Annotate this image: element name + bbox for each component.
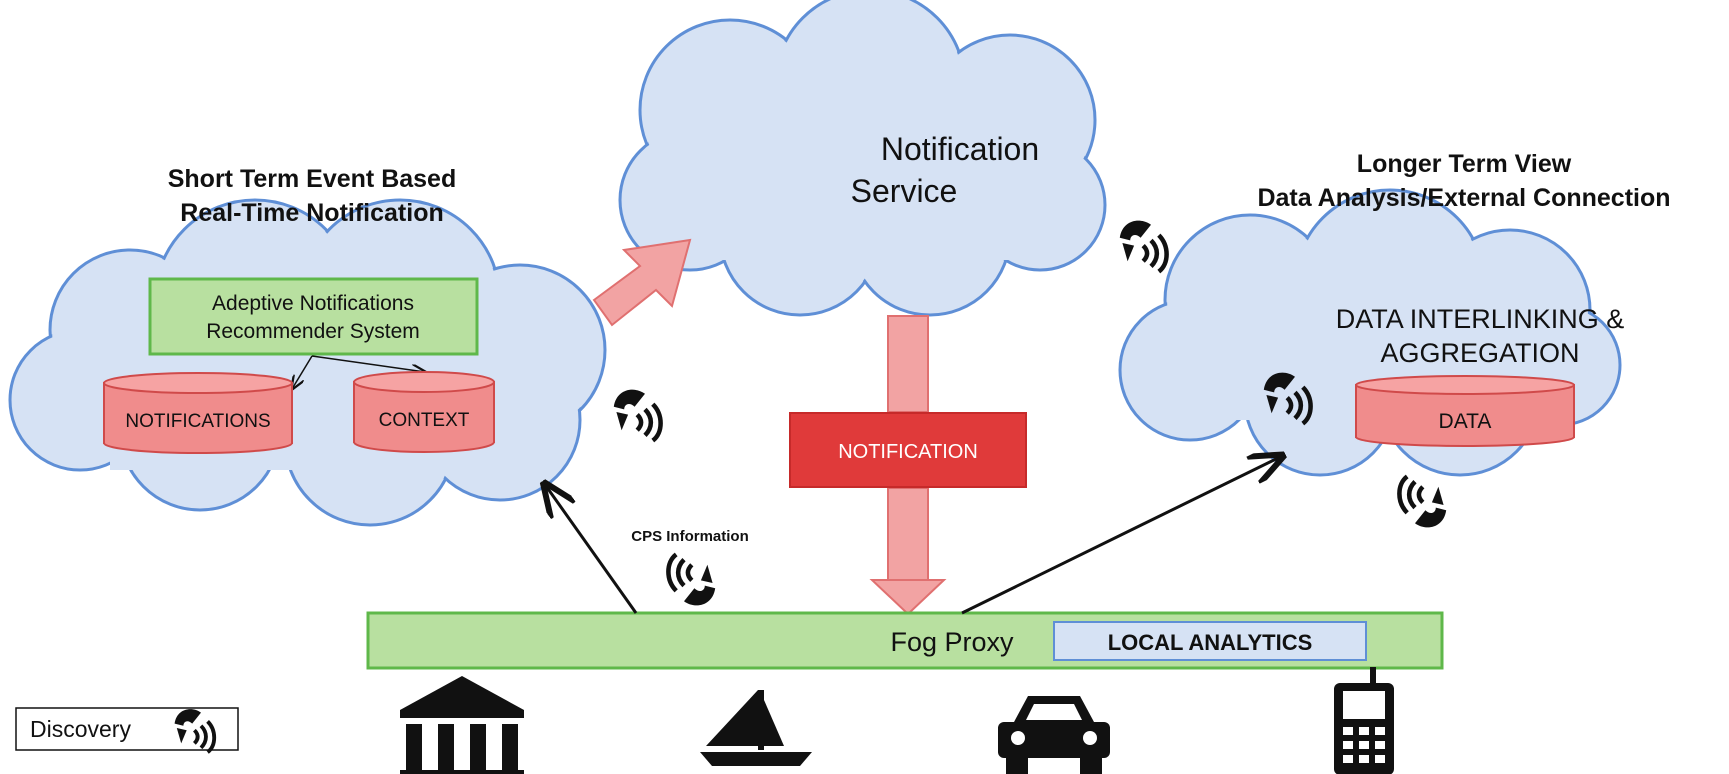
- discovery-icon: [1120, 221, 1167, 272]
- to-notifications-arrow: [292, 355, 313, 389]
- data-db-label: DATA: [1439, 410, 1492, 433]
- left-heading-line2: Real-Time Notification: [180, 199, 443, 227]
- cps-information-label: CPS Information: [631, 528, 749, 545]
- left-heading-line1: Short Term Event Based: [168, 165, 457, 193]
- context-database: [353, 371, 495, 453]
- context-db-label: CONTEXT: [379, 410, 470, 431]
- discovery-legend-label: Discovery: [30, 716, 131, 742]
- notification-service-line1: Notification: [881, 131, 1039, 167]
- discovery-icon: [1399, 476, 1446, 527]
- recommender-line1: Adeptive Notifications: [212, 292, 414, 315]
- notifications-db-label: NOTIFICATIONS: [125, 411, 270, 432]
- car-icon: [998, 696, 1110, 774]
- right-heading-line1: Longer Term View: [1357, 150, 1572, 178]
- discovery-legend: Discovery: [15, 707, 239, 755]
- data-interlinking-line2: AGGREGATION: [1380, 338, 1579, 368]
- notifications-database: [103, 372, 293, 454]
- notification-box-label: NOTIFICATION: [838, 441, 978, 463]
- data-database: [1355, 375, 1575, 447]
- notification-box: [789, 412, 1027, 488]
- to-data-cloud-arrow: [961, 457, 1280, 615]
- notification-service-line2: Service: [851, 173, 958, 209]
- recommender-line2: Recommender System: [206, 320, 420, 343]
- fog-proxy-label: Fog Proxy: [890, 627, 1014, 657]
- to-notification-service-arrow: [592, 238, 692, 327]
- data-interlinking-line1: DATA INTERLINKING &: [1336, 304, 1625, 334]
- sailboat-icon: [700, 690, 812, 766]
- discovery-icon: [668, 554, 715, 605]
- local-analytics-box: [1053, 621, 1367, 661]
- mobile-phone-icon: [1334, 667, 1394, 774]
- discovery-icon: [614, 390, 661, 441]
- notification-service-cloud: [618, 0, 1107, 317]
- cps-arrow: [546, 486, 638, 614]
- to-context-arrow: [311, 355, 425, 372]
- recommender-system-box: [148, 277, 479, 356]
- right-heading-line2: Data Analysis/External Connection: [1257, 184, 1670, 212]
- notification-down-arrow: [869, 315, 947, 616]
- building-icon: [400, 676, 524, 774]
- local-analytics-label: LOCAL ANALYTICS: [1108, 630, 1313, 655]
